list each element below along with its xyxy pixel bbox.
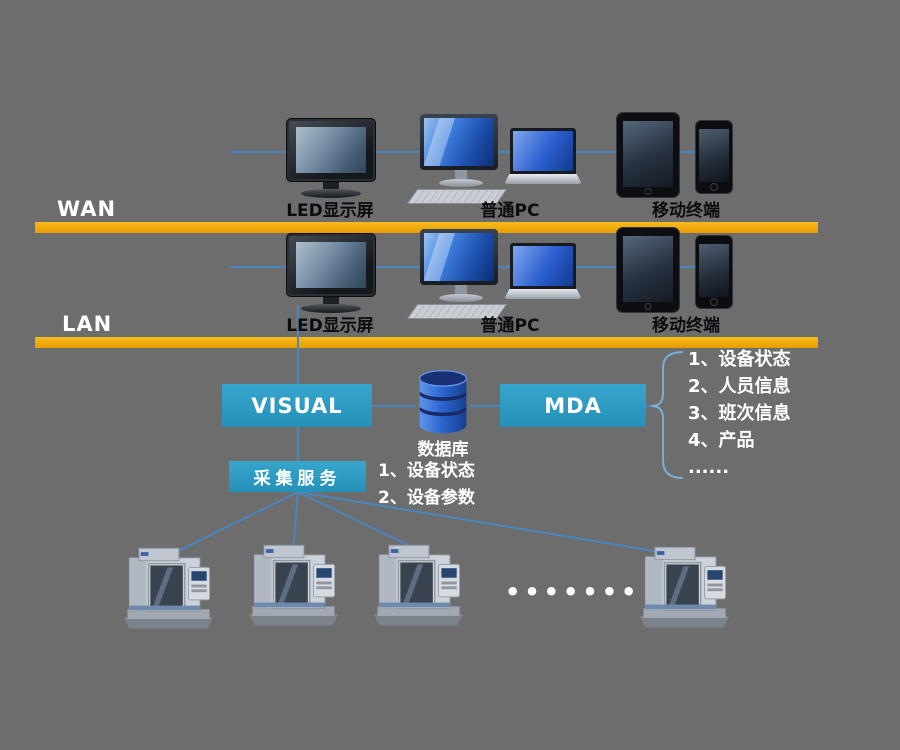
cnc-machine-icon xyxy=(366,537,471,629)
list-item: ...... xyxy=(688,457,730,478)
led-display-label: LED显示屏 xyxy=(286,201,374,221)
collect-machine3-line xyxy=(297,491,419,551)
cnc-machine-icon xyxy=(241,537,346,629)
pc-label: 普通PC xyxy=(480,201,540,221)
tablet-icon xyxy=(616,112,680,198)
desktop-pc-icon xyxy=(406,114,508,204)
mda-output-list: 1、设备状态 2、人员信息 3、班次信息 4、产品 ...... xyxy=(688,346,791,481)
home-button-icon xyxy=(644,188,652,195)
home-button-icon xyxy=(644,303,652,310)
list-item: 4、产品 xyxy=(688,430,755,451)
database-icon xyxy=(418,370,468,434)
wan-bar xyxy=(35,222,818,233)
desktop-pc-icon xyxy=(406,229,508,319)
led-display-icon xyxy=(286,233,376,313)
laptop-icon xyxy=(504,243,582,299)
lan-label: LAN xyxy=(62,312,113,336)
led-display-label: LED显示屏 xyxy=(286,316,374,336)
brace-bracket xyxy=(650,351,684,479)
lan-bar xyxy=(35,337,818,348)
collect-machine4-line xyxy=(297,491,685,557)
list-item: 3、班次信息 xyxy=(688,403,791,424)
phone-icon xyxy=(695,120,733,194)
phone-icon xyxy=(695,235,733,309)
mobile-label: 移动终端 xyxy=(652,201,720,221)
pc-label: 普通PC xyxy=(480,316,540,336)
wan-label: WAN xyxy=(57,197,117,221)
list-item: 2、人员信息 xyxy=(688,376,791,397)
mda-box: MDA xyxy=(500,384,646,427)
collect-machine1-line xyxy=(167,491,299,557)
note-item: 2、设备参数 xyxy=(378,488,475,508)
mobile-label: 移动终端 xyxy=(652,316,720,336)
laptop-icon xyxy=(504,128,582,184)
tv-frame xyxy=(286,118,376,182)
tablet-icon xyxy=(616,227,680,313)
home-button-icon xyxy=(710,183,718,191)
collect-machine2-line xyxy=(292,491,299,551)
visual-box: VISUAL xyxy=(222,384,372,427)
list-item: 1、设备状态 xyxy=(688,349,791,370)
home-button-icon xyxy=(710,298,718,306)
database-label: 数据库 xyxy=(417,440,469,460)
led-display-icon xyxy=(286,118,376,198)
ellipsis-dots: ••••••• xyxy=(505,578,641,606)
tv-screen xyxy=(296,127,366,173)
note-item: 1、设备状态 xyxy=(378,461,475,481)
cnc-machine-icon xyxy=(632,539,737,631)
collect-service-box: 采集服务 xyxy=(229,461,366,492)
cnc-machine-icon xyxy=(116,540,221,632)
database-notes: 1、设备状态 2、设备参数 xyxy=(378,458,475,512)
